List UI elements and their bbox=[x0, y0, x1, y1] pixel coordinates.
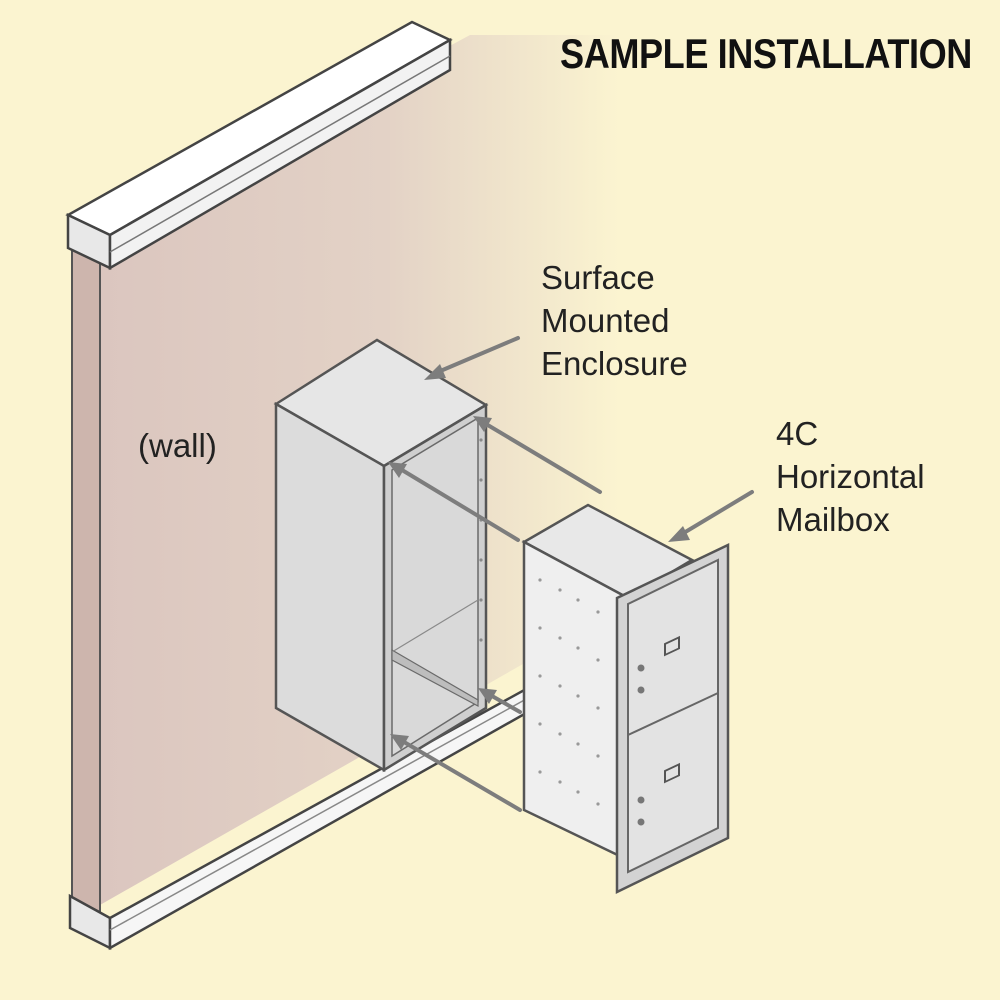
wall-label: (wall) bbox=[138, 427, 217, 464]
diagram-heading: SAMPLE INSTALLATION bbox=[560, 30, 972, 77]
mailbox-label-line: 4C bbox=[776, 415, 819, 452]
mailbox-label-line: Horizontal bbox=[776, 458, 925, 495]
horizontal-mailbox bbox=[521, 503, 730, 894]
mailbox-label-line: Mailbox bbox=[776, 501, 890, 538]
enclosure-label: Surface Mounted Enclosure bbox=[541, 256, 688, 385]
enclosure-label-line: Enclosure bbox=[541, 345, 688, 382]
mailbox-label: 4C Horizontal Mailbox bbox=[776, 412, 925, 541]
callout-arrows bbox=[388, 336, 754, 812]
enclosure-label-line: Surface bbox=[541, 259, 655, 296]
enclosure-label-line: Mounted bbox=[541, 302, 670, 339]
surface-mounted-enclosure bbox=[273, 338, 489, 773]
wall-end-face bbox=[71, 230, 101, 914]
